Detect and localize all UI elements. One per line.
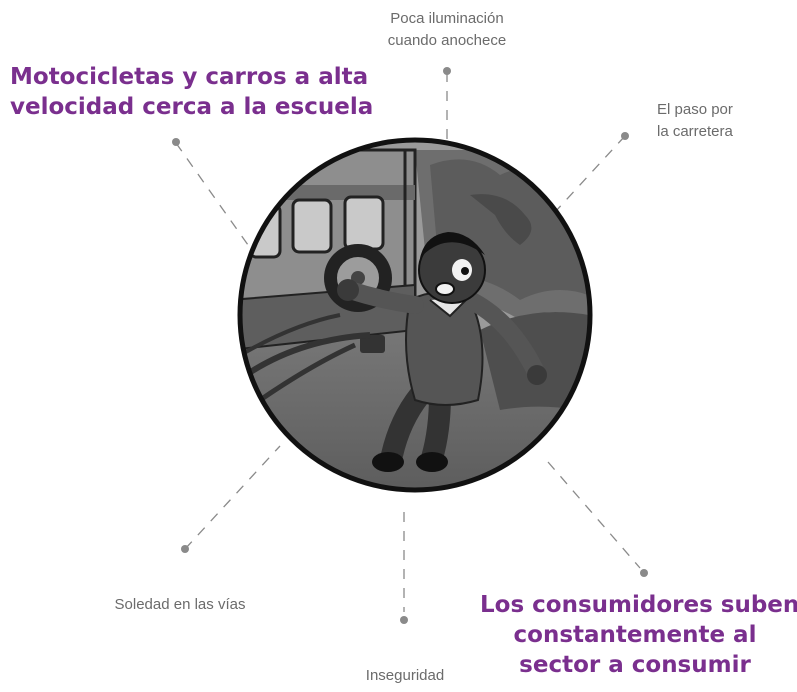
connector-top-right — [554, 135, 626, 213]
label-bottom-left: Soledad en las vías — [70, 594, 290, 616]
connectors — [175, 72, 641, 612]
label-bottom-right-line-2: constantemente al — [513, 622, 757, 648]
label-bottom-right-highlight: Los consumidores suben constantemente al… — [480, 590, 797, 680]
dot-bottom-right — [640, 569, 648, 577]
connector-bottom-right — [547, 461, 641, 569]
label-top-center-line-1: Poca iluminación — [390, 10, 504, 27]
label-bottom-right-line-3: sector a consumir — [519, 652, 751, 678]
dot-top-left — [172, 138, 180, 146]
label-top-right: El paso por la carretera — [657, 99, 787, 143]
dot-bottom-left — [181, 545, 189, 553]
label-bottom-left-line-1: Soledad en las vías — [114, 596, 246, 613]
frightened-child-near-bus-illustration — [237, 137, 593, 493]
label-top-right-line-2: la carretera — [657, 123, 733, 140]
connector-top-left — [175, 142, 261, 263]
connector-bottom-left — [184, 445, 281, 550]
label-bottom-center: Inseguridad — [335, 665, 475, 687]
dot-top-right — [621, 132, 629, 140]
label-top-center: Poca iluminación cuando anochece — [347, 8, 547, 52]
label-bottom-center-line-1: Inseguridad — [365, 667, 445, 684]
label-top-center-line-2: cuando anochece — [387, 32, 507, 49]
label-bottom-right-line-1: Los consumidores suben — [480, 592, 797, 618]
label-top-left-highlight: Motocicletas y carros a alta velocidad c… — [10, 62, 374, 122]
label-top-left-line-1: Motocicletas y carros a alta — [10, 64, 369, 90]
label-top-right-line-1: El paso por — [657, 101, 733, 118]
label-top-left-line-2: velocidad cerca a la escuela — [10, 94, 374, 120]
dot-top-center — [443, 67, 451, 75]
dot-bottom-center — [400, 616, 408, 624]
connector-dots — [172, 67, 648, 624]
